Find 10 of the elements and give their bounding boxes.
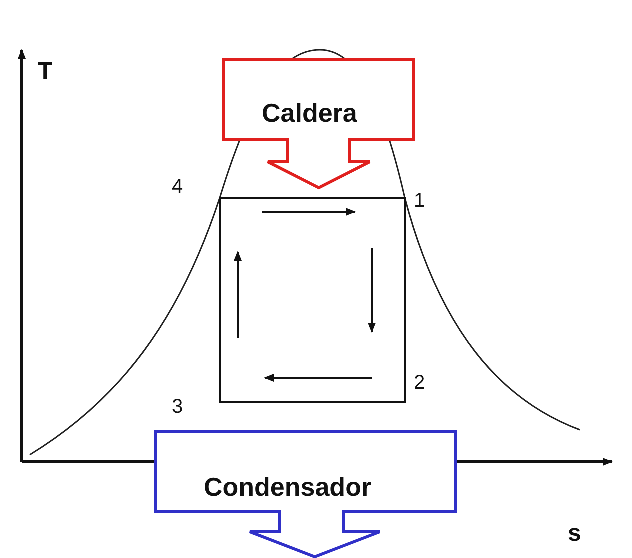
block-arrow — [154, 430, 458, 558]
axis-label: T — [38, 58, 53, 86]
node-label: Caldera — [262, 98, 358, 129]
node-label: Condensador — [204, 472, 372, 503]
block-arrow — [222, 58, 416, 190]
point-number: 1 — [414, 190, 426, 213]
point-number: 2 — [414, 372, 426, 395]
point-number: 3 — [172, 396, 184, 419]
axis-label: s — [568, 520, 582, 548]
point-number: 4 — [172, 176, 184, 199]
